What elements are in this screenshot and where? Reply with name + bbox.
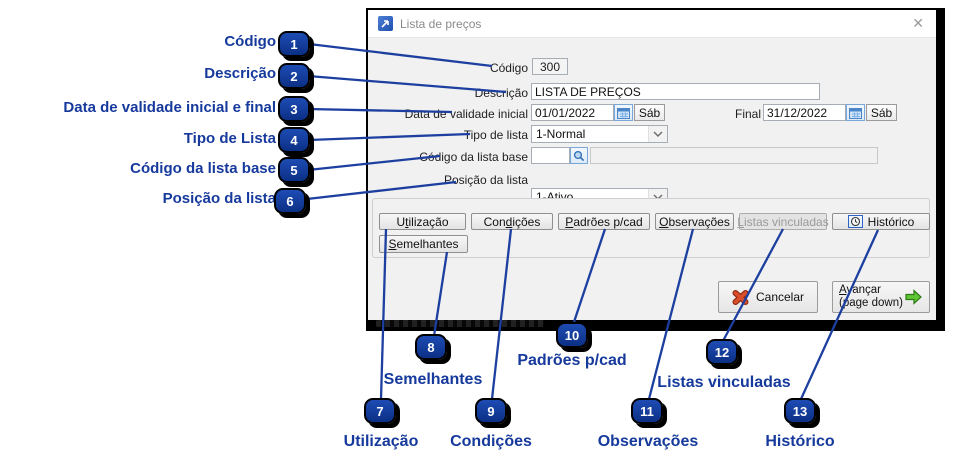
annotation-label-condicoes: Condições — [450, 433, 532, 450]
data-inicial-input[interactable] — [531, 104, 614, 121]
annotation-label-datas: Data de validade inicial e final — [63, 99, 276, 116]
tipo-lista-label: Tipo de lista — [463, 128, 528, 142]
data-final-input[interactable] — [763, 104, 846, 121]
annotation-label-utilizacao: Utilização — [343, 433, 419, 450]
annotation-badge-9: 9 — [475, 398, 507, 424]
annotation-label-historico: Histórico — [765, 433, 835, 450]
annotation-label-tipo: Tipo de Lista — [183, 130, 276, 147]
calendar-icon — [617, 107, 630, 119]
annotation-badge-7: 7 — [364, 398, 396, 424]
next-label-line1: Avançar — [839, 284, 881, 296]
annotation-badge-1: 1 — [278, 31, 310, 57]
redacted-strip — [376, 320, 544, 327]
posicao-lista-label: Posição da lista — [443, 173, 528, 187]
chevron-down-icon — [653, 131, 663, 137]
annotation-label-lista-base: Código da lista base — [130, 160, 276, 177]
annotation-badge-13: 13 — [784, 398, 816, 424]
annotation-badge-10: 10 — [556, 322, 588, 348]
data-final-label: Final — [734, 107, 761, 121]
data-final-weekday-button[interactable]: Sáb — [866, 104, 897, 121]
cancel-button[interactable]: Cancelar — [718, 281, 818, 313]
annotation-label-observacoes: Observações — [597, 433, 699, 450]
codigo-label: Código — [489, 61, 528, 75]
search-icon — [573, 150, 585, 161]
tipo-lista-select[interactable]: 1-Normal — [531, 125, 668, 143]
annotation-badge-6: 6 — [274, 188, 306, 214]
lista-base-label: Código da lista base — [419, 150, 528, 164]
lista-base-search-button[interactable] — [570, 147, 588, 164]
close-icon[interactable]: ✕ — [912, 15, 924, 31]
annotation-badge-8: 8 — [415, 334, 447, 360]
lista-base-description-readonly — [590, 147, 878, 164]
window-title: Lista de preços — [400, 16, 482, 31]
annotation-badge-4: 4 — [278, 127, 310, 153]
annotation-badge-5: 5 — [278, 157, 310, 183]
annotation-badge-3: 3 — [278, 96, 310, 122]
historico-button[interactable]: Histórico — [832, 213, 930, 230]
annotation-badge-2: 2 — [278, 63, 310, 89]
annotation-badge-11: 11 — [631, 398, 663, 424]
data-inicial-weekday-button[interactable]: Sáb — [634, 104, 665, 121]
annotation-label-semelhantes: Semelhantes — [383, 371, 483, 388]
descricao-label: Descrição — [474, 86, 528, 100]
descricao-input[interactable] — [531, 83, 820, 100]
tipo-lista-value: 1-Normal — [536, 127, 586, 141]
price-list-dialog: Lista de preços ✕ Código 300 Descrição D… — [366, 8, 945, 331]
app-icon — [378, 16, 393, 31]
green-arrow-right-icon — [905, 289, 922, 305]
next-button[interactable]: Avançar (page down) — [832, 281, 930, 313]
annotation-badge-12: 12 — [706, 339, 738, 365]
data-final-calendar-button[interactable] — [846, 104, 865, 121]
annotation-label-posicao: Posição da lista — [162, 190, 276, 207]
next-label-line2: (page down) — [839, 297, 903, 309]
calendar-icon — [849, 107, 862, 119]
data-inicial-calendar-button[interactable] — [614, 104, 633, 121]
annotation-label-padroes: Padrões p/cad — [517, 352, 627, 369]
annotation-label-codigo: Código — [224, 33, 276, 50]
annotation-label-listas-vinculadas: Listas vinculadas — [657, 374, 791, 391]
codigo-value-box[interactable]: 300 — [532, 58, 568, 75]
cancel-label: Cancelar — [755, 290, 805, 304]
clock-icon — [847, 215, 863, 228]
cancel-x-icon — [732, 289, 749, 305]
lista-base-input[interactable] — [531, 147, 570, 164]
annotation-label-descricao: Descrição — [204, 65, 276, 82]
data-inicial-label: Data de validade inicial — [404, 107, 528, 121]
title-bar: Lista de preços — [368, 10, 936, 38]
